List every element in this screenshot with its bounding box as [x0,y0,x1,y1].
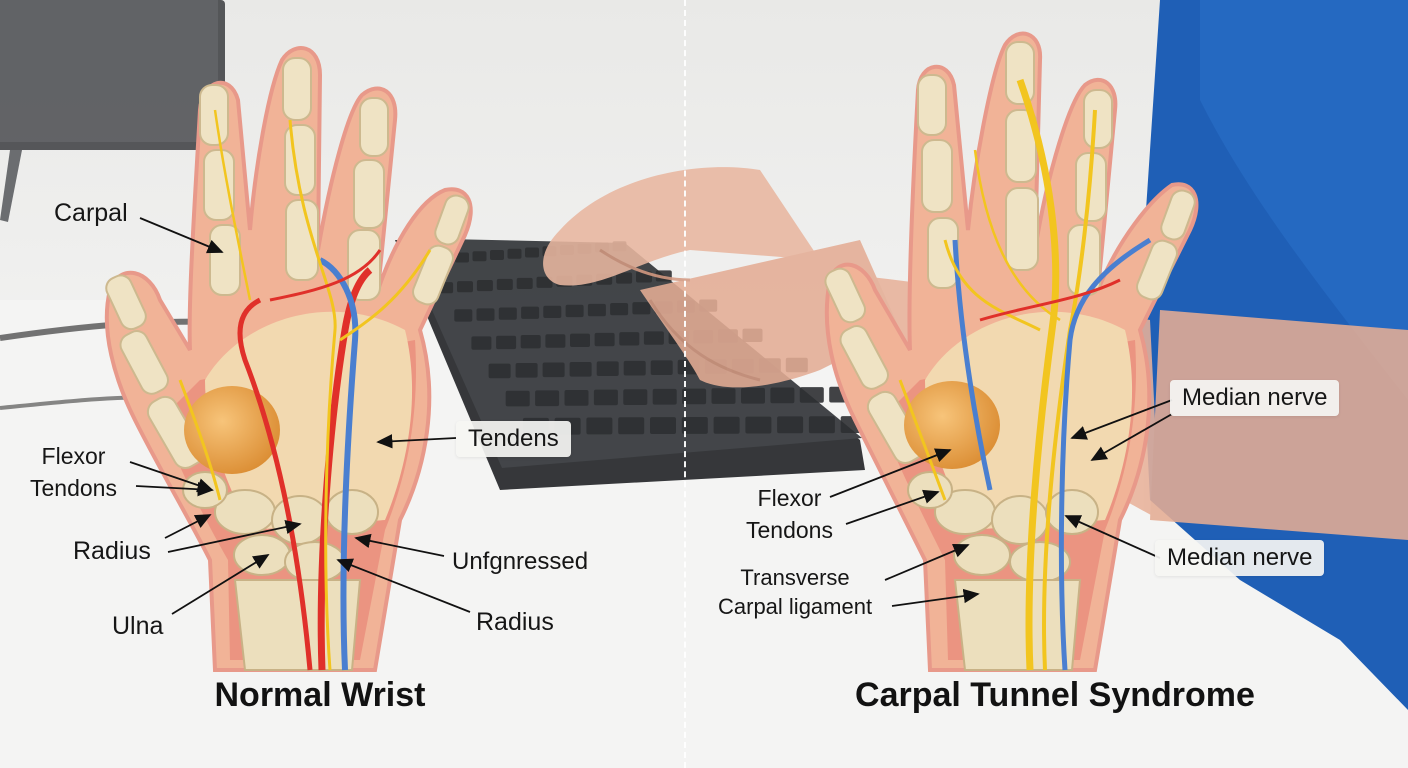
left-leader-lines [129,217,471,615]
keyboard-key [594,332,615,347]
keyboard-key [650,417,676,434]
keyboard-key [471,336,492,350]
keyboard-key [521,306,540,319]
keyboard-key [564,390,589,406]
title-carpal-tunnel-syndrome: Carpal Tunnel Syndrome [855,676,1255,714]
keyboard-key [570,333,590,347]
keyboard-key [632,302,651,315]
carpal-tunnel-hand [824,31,1199,672]
keyboard-key [610,303,629,316]
label-right-flexor-tendons: Flexor Tendons [746,485,833,543]
keyboard-key [516,277,533,289]
keyboard-key [569,362,592,377]
right-leader-lines [829,399,1173,607]
keyboard-key [455,252,469,263]
keyboard-key [713,416,740,434]
panel-divider [684,0,686,768]
keyboard-key [525,247,539,258]
label-tendens: Tendens [456,421,571,457]
label-ulna: Ulna [112,612,164,640]
keyboard-key [476,280,493,292]
keyboard-key [681,417,708,434]
keyboard-key [505,390,530,407]
keyboard-key [618,417,645,435]
label-median-nerve-bottom: Median nerve [1155,540,1325,576]
keyboard-key [496,278,513,290]
keyboard-key [587,303,606,317]
label-unfgnressed: Unfgnressed [452,548,589,575]
keyboard-key [799,387,824,403]
keyboard-key [652,388,677,405]
keyboard-key [520,335,541,349]
keyboard-key [616,272,633,284]
label-carpal: Carpal [54,199,128,227]
keyboard-key [490,250,504,260]
keyboard-key [476,308,495,321]
keyboard-key [543,305,562,318]
keyboard-key [596,361,619,376]
label-transverse-carpal-ligament: Transverse Carpal ligament [718,565,873,619]
keyboard-key [808,416,835,434]
keyboard-key [650,360,673,375]
keyboard-key [682,388,707,405]
keyboard-key [536,276,553,288]
keyboard-key [593,389,618,406]
label-median-nerve-top: Median nerve [1170,380,1340,416]
keyboard-key [545,334,566,348]
keyboard-key [457,281,473,293]
keyboard-key [745,416,772,434]
label-right-radius: Radius [476,608,554,636]
keyboard-key [472,251,487,262]
keyboard-key [623,389,648,405]
keyboard-key [623,360,646,376]
keyboard-key [741,387,765,404]
keyboard-key [711,388,736,404]
keyboard-key [496,335,517,350]
keyboard-key [586,417,613,435]
keyboard-key [542,362,565,378]
keyboard-key [498,307,517,320]
keyboard-key [507,248,522,259]
keyboard-key [619,332,640,346]
keyboard-key [565,304,584,318]
label-left-flexor-tendons: Flexor Tendons [30,443,117,501]
title-normal-wrist: Normal Wrist [214,676,426,714]
keyboard-key [488,363,511,379]
keyboard-key [515,363,538,378]
keyboard-key [643,331,664,345]
monitor [0,0,225,222]
label-left-radius: Radius [73,537,151,565]
keyboard-key [770,387,795,404]
keyboard-key [454,309,473,322]
keyboard-key [535,390,560,407]
right-cyst [904,381,1000,469]
keyboard-key [777,416,804,434]
left-cyst [184,386,280,474]
